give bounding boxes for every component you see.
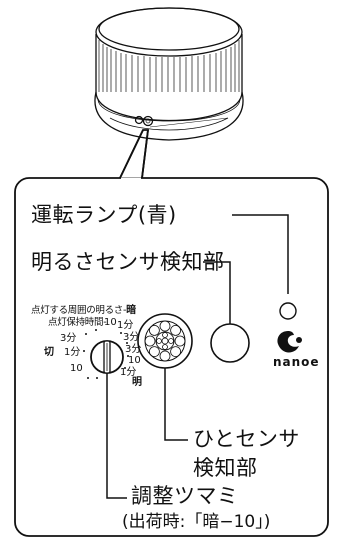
knob-label-line2: (出荷時:「暗−10」): [122, 512, 271, 532]
knob-label-line1: 調整ツマミ: [131, 484, 239, 508]
dial-mark-3min-lower: 3分: [125, 344, 142, 355]
dial-mark-3min-right: 3分: [123, 332, 140, 343]
ceiling-sensor-device: [94, 7, 244, 141]
dial-mark-10-top: 10: [104, 317, 117, 328]
ambient-brightness-label: 点灯する周囲の明るさ-暗: [31, 305, 136, 316]
brightness-sensor: [210, 323, 250, 363]
operation-lamp-label: 運転ランプ(青): [31, 203, 177, 227]
nanoe-logo-text: nanoe: [273, 355, 320, 369]
adjustment-knob: [90, 340, 124, 374]
human-sensor-label-line2: 検知部: [193, 456, 258, 480]
dial-mark-1min-left: 1分: [64, 347, 81, 358]
operation-lamp: [279, 302, 297, 320]
dial-mark-1min-top: 1分: [117, 320, 134, 331]
bright-mark: 明: [132, 377, 142, 388]
hold-time-label: 点灯保持時間-: [48, 317, 107, 328]
human-sensor: [137, 313, 193, 369]
nanoe-logo-icon: [277, 331, 302, 353]
dial-ticks: [83, 329, 129, 379]
dial-mark-10-right: 10: [128, 355, 141, 366]
brightness-sensor-label: 明るさセンサ検知部: [31, 250, 225, 274]
off-mark: 切: [44, 347, 54, 358]
dial-mark-10-left: 10: [70, 363, 83, 374]
dial-mark-3min-left: 3分: [60, 333, 77, 344]
human-sensor-label-line1: ひとセンサ: [193, 427, 300, 451]
leader-lines: [106, 214, 289, 499]
dial-mark-1min-bottom: 1分: [120, 367, 137, 378]
dark-mark: 暗: [126, 305, 136, 316]
